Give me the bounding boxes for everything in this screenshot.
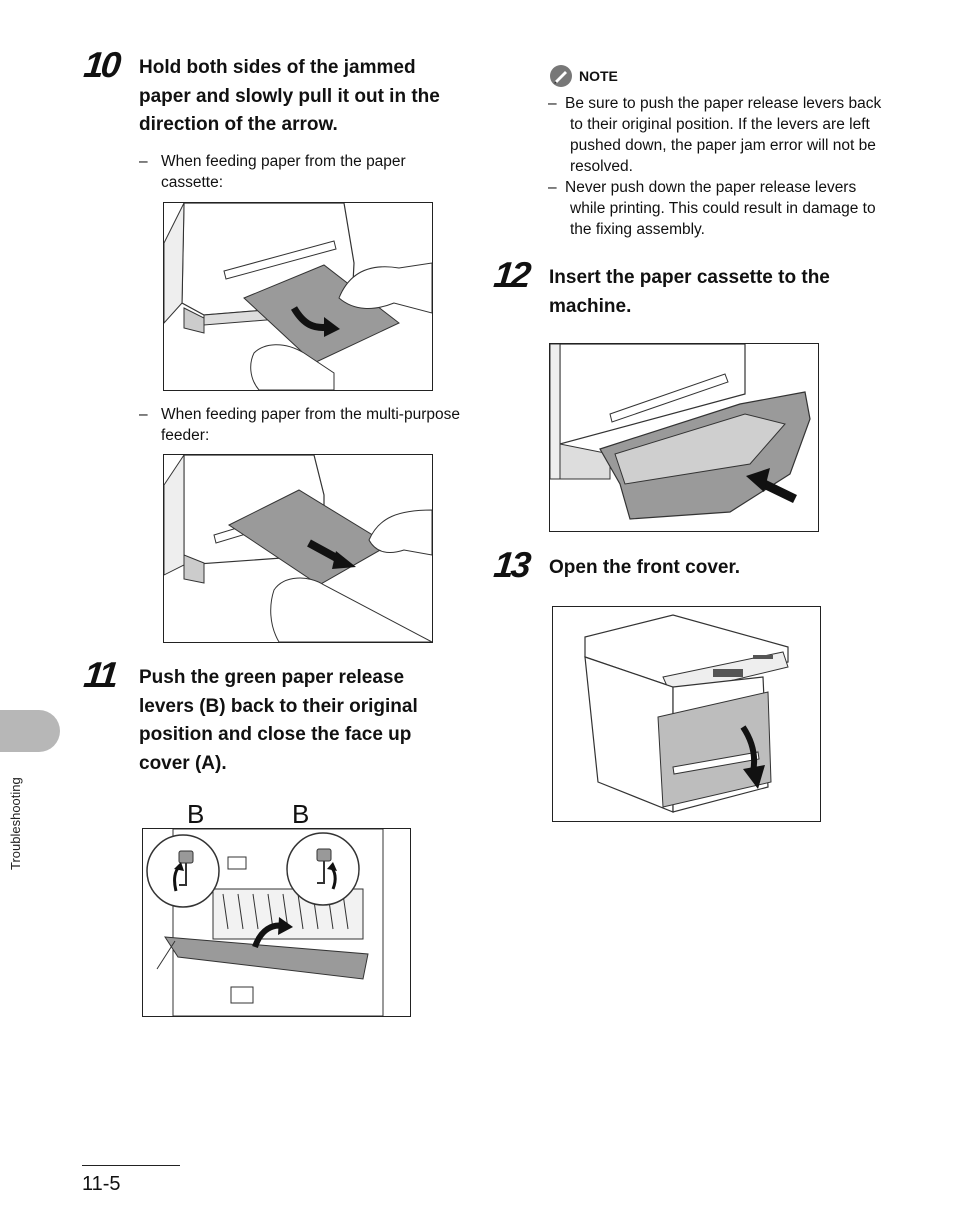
pencil-note-icon bbox=[549, 64, 573, 88]
step-10-bullet-multipurpose: –When feeding paper from the multi-purpo… bbox=[139, 406, 460, 444]
step-10-number: 10 bbox=[81, 44, 121, 85]
step-11-text: Push the green paper release levers (B) … bbox=[139, 667, 418, 774]
step-13-text: Open the front cover. bbox=[549, 557, 741, 578]
label-b-right: B bbox=[292, 799, 310, 829]
page-number: 11-5 bbox=[82, 1173, 121, 1195]
step-12-text: Insert the paper cassette to the machine… bbox=[549, 267, 830, 317]
label-b-left: B bbox=[187, 799, 205, 829]
figure-open-front-cover bbox=[552, 606, 821, 822]
footer-rule bbox=[82, 1165, 180, 1166]
step-13-number: 13 bbox=[491, 544, 531, 585]
figure-multipurpose-jam bbox=[163, 454, 433, 643]
step-10-text: Hold both sides of the jammed paper and … bbox=[139, 57, 440, 135]
step-11-number: 11 bbox=[81, 654, 118, 695]
step-10-bullet-cassette: –When feeding paper from the paper casse… bbox=[139, 153, 406, 191]
side-tab-label: Troubleshooting bbox=[8, 777, 23, 870]
note-item-2: –Never push down the paper release lever… bbox=[548, 179, 876, 238]
step-12-number: 12 bbox=[491, 254, 531, 295]
side-tab bbox=[0, 710, 60, 752]
figure-insert-cassette bbox=[549, 343, 819, 532]
figure-release-levers bbox=[142, 828, 411, 1017]
note-item-1: –Be sure to push the paper release lever… bbox=[548, 95, 882, 175]
figure-cassette-jam bbox=[163, 202, 433, 391]
note-title: NOTE bbox=[579, 68, 618, 84]
